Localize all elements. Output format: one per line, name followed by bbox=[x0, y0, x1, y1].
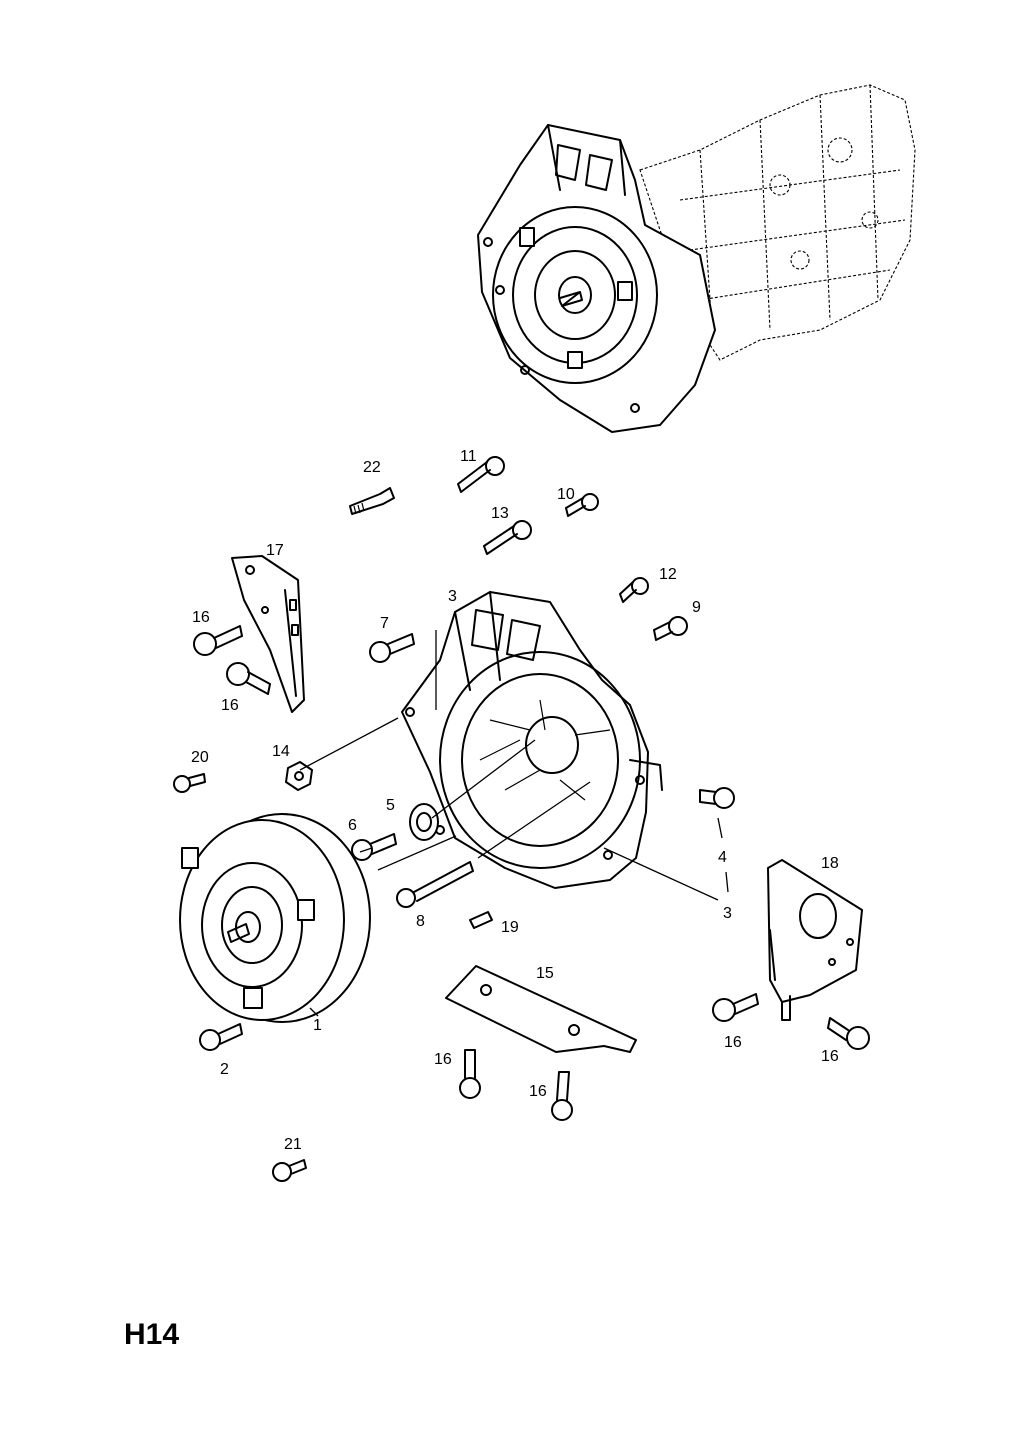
bracket-18 bbox=[767, 859, 863, 1021]
bolt-21 bbox=[272, 1159, 307, 1182]
callout-12: 12 bbox=[659, 566, 677, 583]
callout-16-plate-right: 16 bbox=[529, 1083, 547, 1100]
bolt-16-bracket-18-left bbox=[712, 993, 759, 1022]
torque-converter bbox=[179, 813, 371, 1023]
pin-19 bbox=[469, 911, 493, 929]
seal-5 bbox=[409, 803, 439, 841]
callout-7: 7 bbox=[380, 615, 389, 632]
bolt-8 bbox=[396, 861, 474, 908]
callout-3-upper: 3 bbox=[448, 588, 457, 605]
bolt-6 bbox=[351, 833, 397, 861]
fasteners bbox=[173, 456, 870, 1182]
callout-8: 8 bbox=[416, 913, 425, 930]
callout-10: 10 bbox=[557, 486, 575, 503]
bolt-9 bbox=[653, 616, 688, 641]
bolt-16-bracket-18-right bbox=[827, 1017, 870, 1050]
callout-3-lower: 3 bbox=[723, 905, 732, 922]
bolt-2 bbox=[199, 1023, 243, 1051]
bolt-16-bracket-17-lower bbox=[226, 662, 271, 695]
callout-14: 14 bbox=[272, 743, 290, 760]
callout-20: 20 bbox=[191, 749, 209, 766]
transmission-assembly bbox=[477, 84, 916, 433]
callout-19: 19 bbox=[501, 919, 519, 936]
bolt-22 bbox=[349, 487, 395, 515]
callout-16-bracket17-upper: 16 bbox=[192, 609, 210, 626]
callout-16-bracket18-right: 16 bbox=[821, 1048, 839, 1065]
bolt-13 bbox=[483, 520, 532, 555]
bell-housing bbox=[401, 591, 663, 889]
plate-15 bbox=[445, 965, 637, 1053]
bolt-10 bbox=[565, 493, 599, 517]
bolt-16-plate-right bbox=[551, 1071, 573, 1121]
callout-6: 6 bbox=[348, 817, 357, 834]
callout-15: 15 bbox=[536, 965, 554, 982]
bolt-16-bracket-17-upper bbox=[193, 625, 243, 656]
callout-2: 2 bbox=[220, 1061, 229, 1078]
callout-1: 1 bbox=[313, 1017, 322, 1034]
callout-16-bracket18-left: 16 bbox=[724, 1034, 742, 1051]
bolt-4 bbox=[699, 787, 735, 809]
callout-5: 5 bbox=[386, 797, 395, 814]
callout-22: 22 bbox=[363, 459, 381, 476]
callout-18: 18 bbox=[821, 855, 839, 872]
bracket-17 bbox=[231, 555, 305, 713]
callout-9: 9 bbox=[692, 599, 701, 616]
bolt-20 bbox=[173, 773, 206, 793]
nut-14 bbox=[285, 761, 313, 791]
bolt-16-plate-left bbox=[459, 1049, 481, 1099]
bolt-11 bbox=[457, 456, 505, 493]
callout-11: 11 bbox=[460, 448, 477, 465]
bolt-7 bbox=[369, 633, 415, 663]
callout-13: 13 bbox=[491, 505, 509, 522]
bolt-12 bbox=[619, 577, 649, 603]
callout-16-plate-left: 16 bbox=[434, 1051, 452, 1068]
page-code: H14 bbox=[124, 1318, 180, 1351]
callout-17: 17 bbox=[266, 542, 284, 559]
callout-4: 4 bbox=[718, 849, 727, 866]
callout-labels: 1 2 3 3 4 5 6 7 8 9 10 11 12 13 14 15 16… bbox=[191, 448, 839, 1153]
leader-lines bbox=[299, 630, 729, 1017]
callout-16-bracket17-lower: 16 bbox=[221, 697, 239, 714]
callout-21: 21 bbox=[284, 1136, 302, 1153]
